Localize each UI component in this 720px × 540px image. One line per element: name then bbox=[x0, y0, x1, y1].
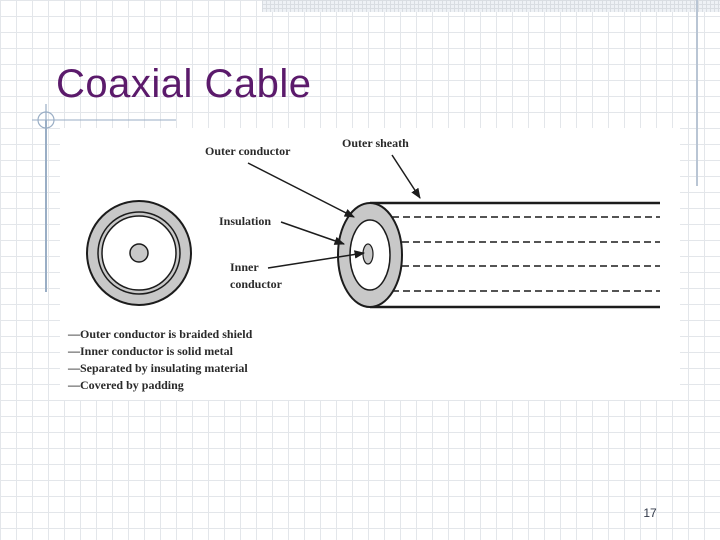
inner-conductor-dot bbox=[129, 243, 149, 263]
cable-side-view bbox=[337, 201, 660, 309]
bullet-item: —Inner conductor is solid metal bbox=[67, 344, 234, 358]
bullet-list: —Outer conductor is braided shield —Inne… bbox=[67, 327, 253, 392]
outer-conductor-arrow bbox=[247, 162, 355, 218]
outer-sheath-arrow bbox=[391, 154, 421, 199]
bullet-item: —Outer conductor is braided shield bbox=[67, 327, 253, 341]
label-insulation: Insulation bbox=[219, 214, 271, 228]
bullet-item: —Covered by padding bbox=[67, 378, 184, 392]
label-inner-conductor-line1: Inner bbox=[230, 260, 259, 274]
label-outer-conductor: Outer conductor bbox=[205, 144, 291, 158]
end-inner-conductor bbox=[362, 243, 374, 265]
right-accent-rule bbox=[696, 0, 698, 186]
cable-cross-section bbox=[86, 200, 192, 306]
label-outer-sheath: Outer sheath bbox=[342, 136, 409, 150]
callout-arrows bbox=[247, 154, 421, 269]
slide-title: Coaxial Cable bbox=[56, 62, 312, 106]
bullet-item: —Separated by insulating material bbox=[67, 361, 248, 375]
label-inner-conductor-line2: conductor bbox=[230, 277, 283, 291]
inner-conductor-arrow bbox=[267, 250, 366, 269]
coaxial-cable-figure: Outer conductor Outer sheath Insulation … bbox=[60, 128, 680, 400]
page-number: 17 bbox=[643, 506, 657, 520]
header-band bbox=[262, 0, 720, 12]
insulation-arrow bbox=[280, 221, 345, 245]
